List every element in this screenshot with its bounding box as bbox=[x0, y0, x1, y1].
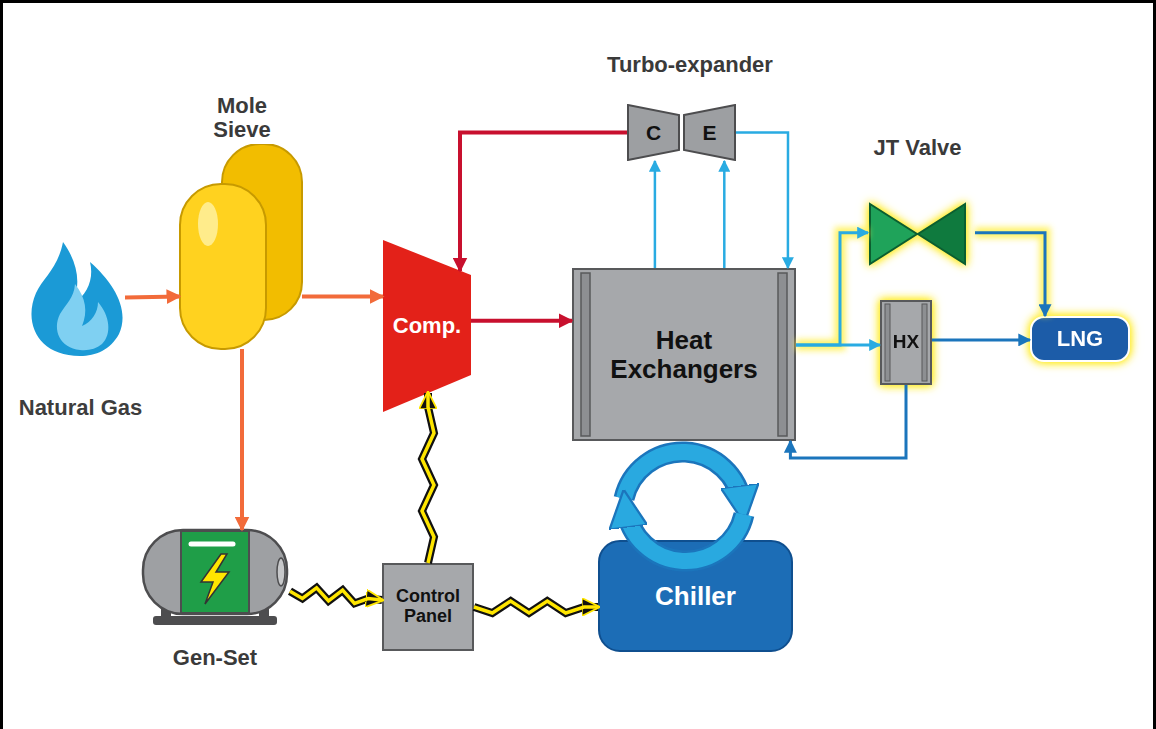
flow-line bbox=[240, 349, 244, 530]
flow-connector bbox=[242, 349, 243, 530]
text-holder: Gen-Set bbox=[135, 636, 295, 680]
node-label: Mole Sieve bbox=[200, 94, 284, 142]
flow-connector bbox=[460, 133, 627, 272]
text-holder: Heat Exchangers bbox=[572, 278, 796, 431]
text-holder: Mole Sieve bbox=[172, 92, 312, 144]
power-bolt-outline bbox=[474, 601, 598, 613]
flow-connector bbox=[474, 601, 598, 613]
frame-line bbox=[0, 0, 1156, 3]
hx-box: HX bbox=[880, 300, 932, 385]
text-holder: Control Panel bbox=[384, 565, 472, 649]
flow-connector bbox=[624, 452, 744, 561]
flow-line bbox=[302, 294, 383, 298]
flow-line bbox=[796, 233, 868, 345]
control-panel: Control Panel bbox=[382, 563, 474, 651]
tanks-holder bbox=[172, 144, 312, 358]
power-bolt-outline bbox=[422, 393, 434, 563]
node-label: Chiller bbox=[655, 582, 736, 611]
cycle-arrow-outline bbox=[624, 452, 742, 505]
text-holder: JT Valve bbox=[850, 100, 985, 196]
node-label: Comp. bbox=[393, 314, 461, 338]
node-label: Control Panel bbox=[384, 587, 472, 627]
flow-connector bbox=[422, 393, 434, 563]
flow-connector bbox=[654, 161, 655, 268]
power-bolt bbox=[422, 393, 434, 563]
node-label: Natural Gas bbox=[19, 396, 143, 420]
flow-line bbox=[932, 338, 1030, 341]
text-holder: C bbox=[627, 104, 680, 161]
cycle-arrow bbox=[624, 452, 742, 505]
genset-icon bbox=[135, 520, 295, 632]
mole-sieve-tanks bbox=[172, 144, 312, 354]
flow-connector bbox=[724, 161, 725, 268]
flow-line bbox=[736, 133, 788, 269]
turbo-expander-wheel: E bbox=[683, 104, 736, 161]
frame-line bbox=[1153, 0, 1156, 729]
flow-line bbox=[790, 385, 906, 458]
heat-exchanger: Heat Exchangers bbox=[572, 268, 796, 441]
frame-line bbox=[0, 0, 3, 729]
flame-holder bbox=[18, 238, 143, 362]
text-holder: Natural Gas bbox=[18, 366, 143, 450]
text-holder: HX bbox=[880, 300, 932, 385]
flow-connector bbox=[796, 345, 880, 346]
part-name: Turbo-expander bbox=[575, 52, 805, 78]
power-bolt-outline bbox=[290, 588, 382, 604]
cycle-arrow bbox=[626, 509, 744, 562]
flow-line bbox=[471, 319, 572, 323]
flow-connector bbox=[975, 233, 1045, 316]
flow-line bbox=[796, 344, 880, 347]
highlight-glow bbox=[796, 233, 868, 345]
gen-set: Gen-Set bbox=[135, 520, 295, 682]
highlight-glow bbox=[796, 340, 880, 351]
node-label: JT Valve bbox=[873, 136, 961, 160]
cycle-arrow-outline bbox=[626, 509, 744, 562]
flow-connector bbox=[790, 385, 906, 458]
flow-connector bbox=[932, 339, 1030, 340]
flame-icon bbox=[18, 238, 143, 358]
genset-holder bbox=[135, 520, 295, 636]
flow-connector bbox=[125, 296, 180, 297]
power-bolt bbox=[474, 601, 598, 613]
flow-line bbox=[975, 233, 1045, 316]
flow-line bbox=[723, 161, 726, 268]
flow-connector bbox=[302, 296, 383, 297]
highlight-glow bbox=[975, 233, 1045, 316]
node-label: C bbox=[646, 121, 661, 144]
mole-sieve: Mole Sieve bbox=[172, 92, 312, 354]
valve-holder bbox=[850, 202, 985, 270]
turbo-compressor: C bbox=[627, 104, 680, 161]
feed-gas-icon: Natural Gas bbox=[18, 238, 143, 450]
node-label: Heat Exchangers bbox=[589, 326, 779, 383]
text-holder: Comp. bbox=[383, 280, 471, 372]
highlight-glow bbox=[932, 334, 1030, 345]
text-holder: LNG bbox=[1032, 318, 1128, 360]
text-holder: E bbox=[683, 104, 736, 161]
node-label: LNG bbox=[1057, 327, 1103, 351]
valve-symbol bbox=[850, 202, 985, 266]
node-label: E bbox=[702, 121, 716, 144]
compressor: Comp. bbox=[383, 240, 471, 412]
flow-line bbox=[654, 161, 657, 268]
flow-connector bbox=[290, 588, 382, 604]
flow-line bbox=[460, 133, 627, 272]
flow-connector bbox=[796, 233, 868, 345]
node-label: HX bbox=[893, 332, 919, 353]
flow-connector bbox=[736, 133, 788, 269]
power-bolt bbox=[290, 588, 382, 604]
lng-product: LNG bbox=[1030, 316, 1130, 362]
node-label: Gen-Set bbox=[173, 646, 257, 670]
jt-valve: JT Valve bbox=[850, 100, 985, 268]
flow-connector bbox=[471, 320, 572, 321]
flow-line bbox=[125, 296, 180, 297]
